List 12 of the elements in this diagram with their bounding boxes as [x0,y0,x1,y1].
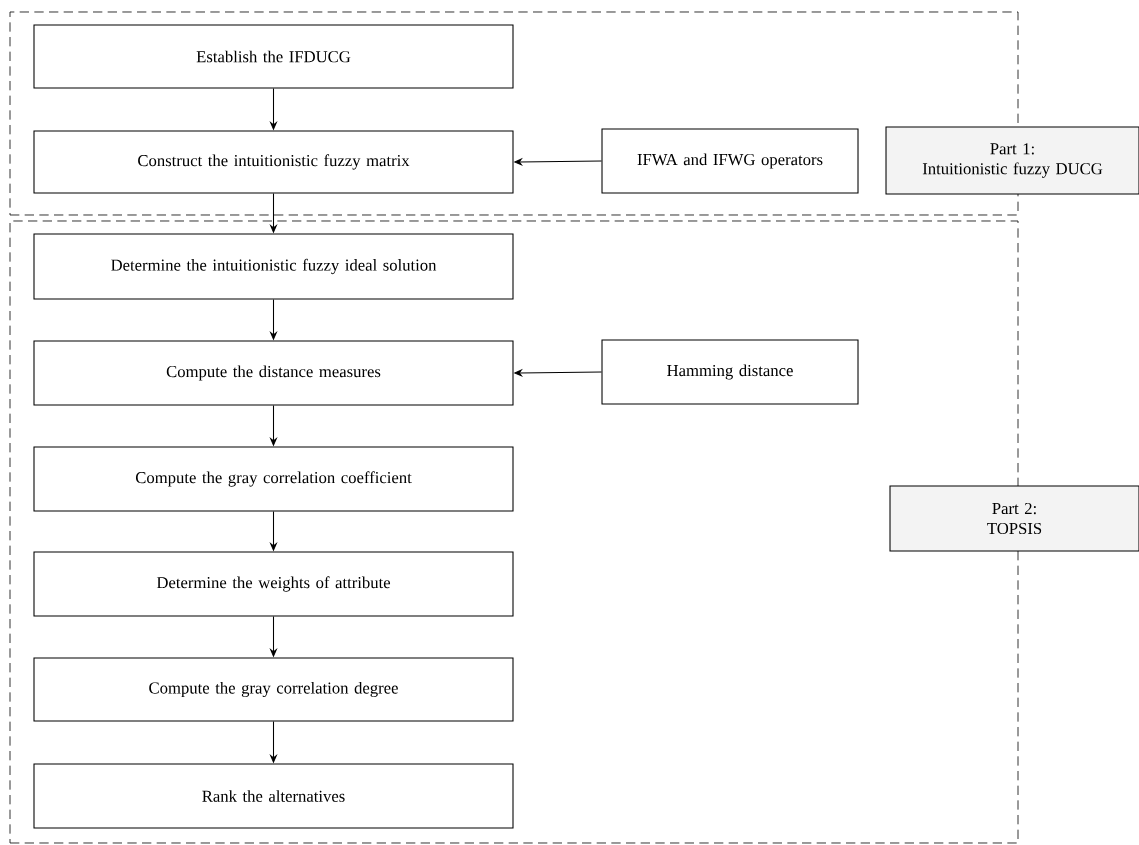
process-box: Compute the gray correlation degree [33,657,514,722]
part-label-box: Part 1: Intuitionistic fuzzy DUCG [885,126,1139,195]
process-box: IFWA and IFWG operators [601,128,859,194]
process-box: Rank the alternatives [33,763,514,829]
part-label-box: Part 2: TOPSIS [889,485,1139,552]
process-box: Construct the intuitionistic fuzzy matrix [33,130,514,194]
process-box: Hamming distance [601,339,859,405]
process-box: Compute the distance measures [33,340,514,406]
process-box: Determine the weights of attribute [33,551,514,617]
process-box: Determine the intuitionistic fuzzy ideal solution [33,233,514,300]
process-box: Compute the gray correlation coefficient [33,446,514,512]
process-box: Establish the IFDUCG [33,24,514,89]
